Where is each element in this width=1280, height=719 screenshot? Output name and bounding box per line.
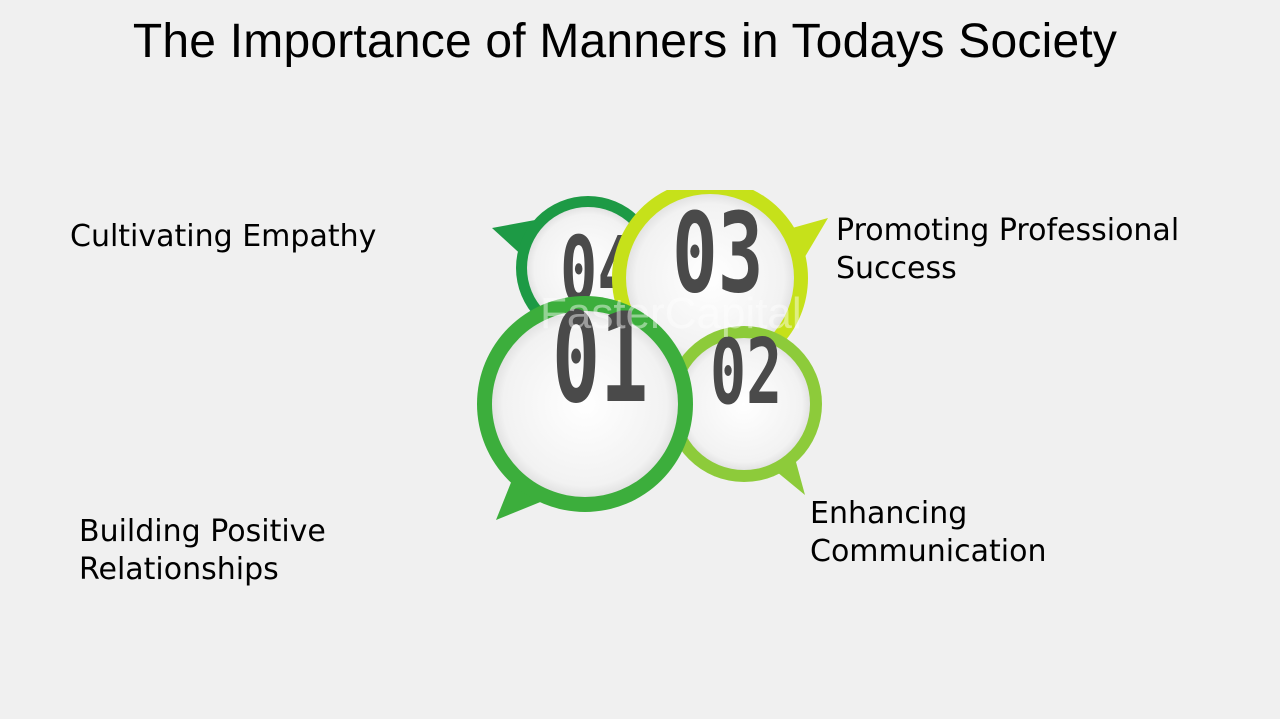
bubble-03-number: 03 [672,190,764,318]
label-building-positive-relationships: Building Positive Relationships [79,514,326,587]
bubble-02-number: 02 [710,321,782,426]
label-cultivating-empathy: Cultivating Empathy [70,219,377,254]
bubble-01-number: 01 [552,286,648,431]
label-enhancing-communication: Enhancing Communication [810,496,1047,569]
watermark: FasterCapital [540,289,802,338]
label-promoting-professional-success: Promoting Professional Success [836,213,1180,286]
bubble-02: 02 [666,321,822,495]
numbered-speech-bubbles-graphic: 04 03 02 01 FasterCapital [477,190,828,520]
slide-title: The Importance of Manners in Todays Soci… [132,15,1118,68]
bubble-01: 01 [477,286,693,520]
